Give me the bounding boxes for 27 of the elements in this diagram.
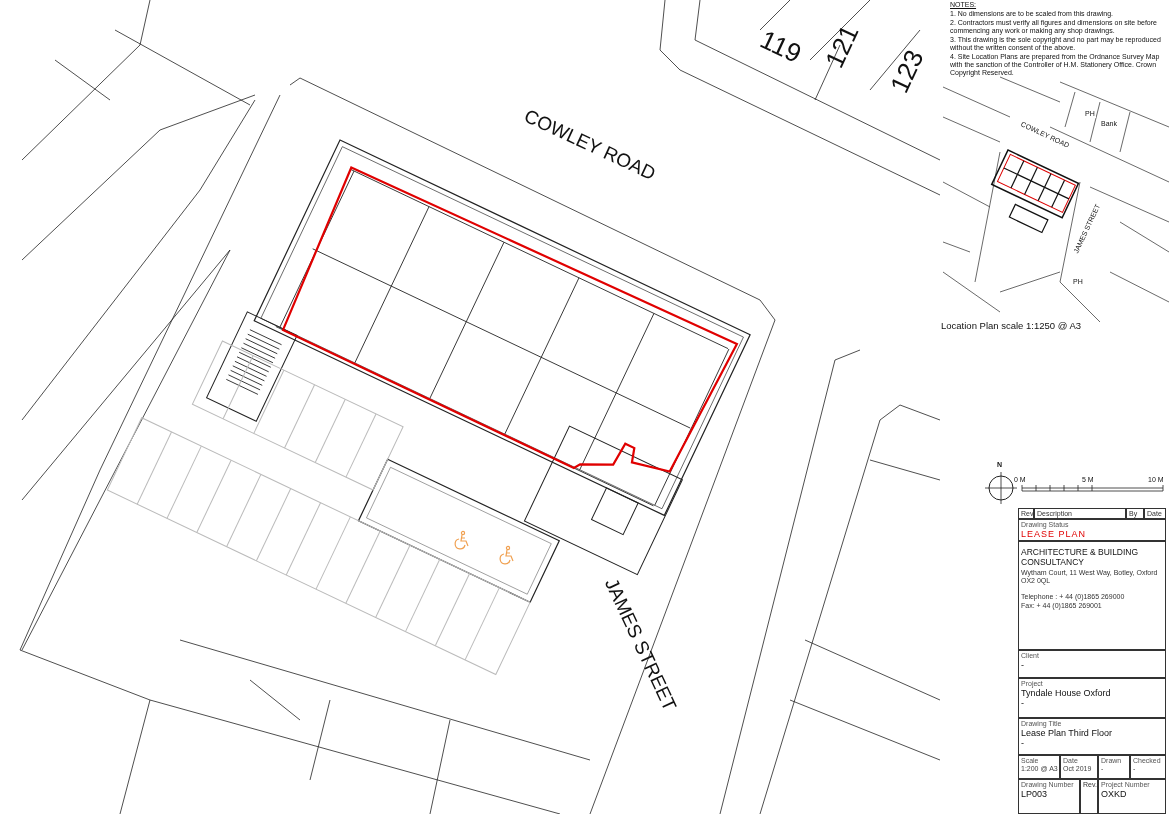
title-block-panel [1018,678,1166,718]
table-header [1080,779,1098,814]
table-header [1126,508,1144,519]
title-block-panel [1018,755,1060,779]
title-block-panel [1098,755,1130,779]
title-block-panel [1098,779,1166,814]
company-panel [1018,541,1166,650]
field-value: - [1021,698,1025,709]
title-block-panel [1018,779,1080,814]
title-block-panel [1018,519,1166,541]
field-value: - [1021,738,1025,749]
title-block-panel [1060,755,1098,779]
table-header [1034,508,1126,519]
field-value: - [1021,660,1025,671]
title-block-panel [1018,718,1166,755]
house-number: 121 [820,20,866,73]
field-value: LP003 [1021,789,1049,800]
house-number: 119 [755,25,806,70]
house-number: 123 [885,45,931,98]
field-value: LEASE PLAN [1021,529,1088,540]
title-block-panel [1130,755,1166,779]
title-block-panel [1018,650,1166,678]
field-value: Tyndale House Oxford [1021,688,1112,699]
field-value: ARCHITECTURE & BUILDING CONSULTANCY [1021,548,1140,568]
field-value: OXKD [1101,789,1128,800]
location-plan-caption: Location Plan scale 1:1250 @ A3 [941,321,1082,332]
field-value: Lease Plan Third Floor [1021,728,1113,739]
